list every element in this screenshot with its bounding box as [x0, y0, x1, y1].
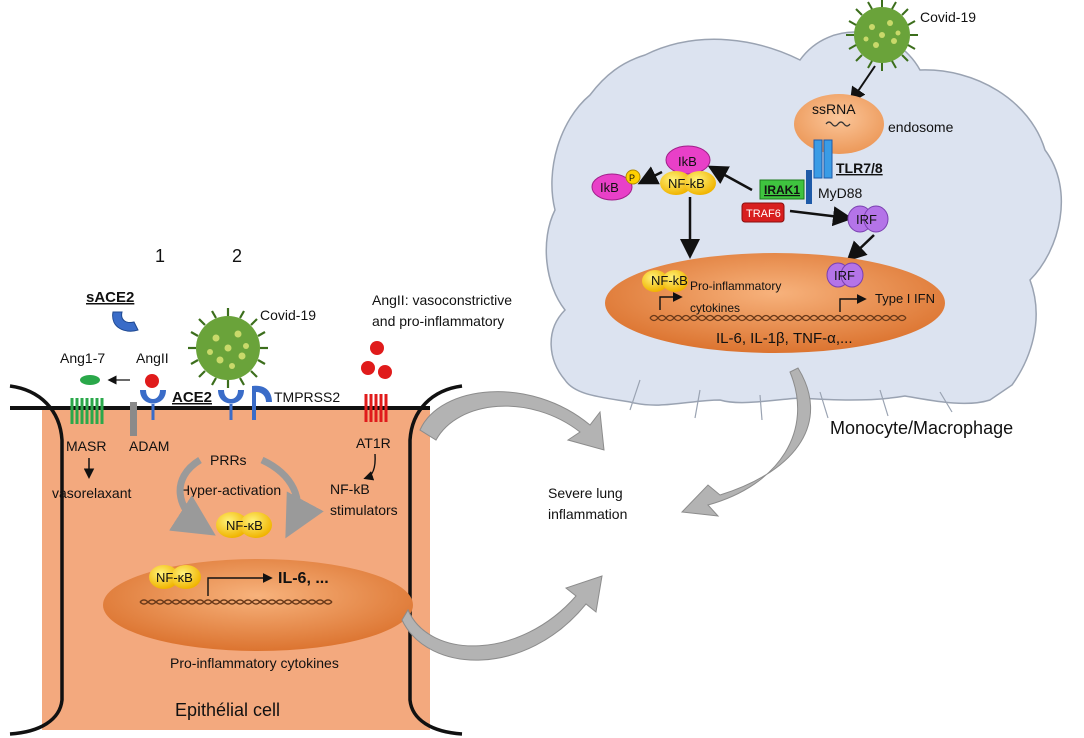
virus-to-endosome-arrow: [849, 65, 876, 104]
epithelial-cell: [9, 384, 463, 736]
ikb-phospho-arrow: [637, 166, 663, 185]
irf-transcription-arrow: [839, 294, 867, 312]
nucleus-irf-label: IRF: [834, 268, 855, 283]
epi-nfkb-label: NF-κB: [226, 518, 263, 533]
irf-cyto-right: [863, 205, 889, 233]
nfkb-complex-left: [660, 171, 692, 195]
virus-epithelial-label: Covid-19: [260, 307, 316, 323]
epi-nucleus-nfkb-label: NF-κB: [156, 570, 193, 585]
endosome: [794, 94, 884, 154]
nfkb-complex-right: [684, 171, 716, 195]
marker-2: 2: [232, 246, 242, 266]
il6-label: IL-6, ...: [278, 570, 329, 587]
ikb-label: IkB: [678, 154, 697, 169]
ssrna-label: ssRNA: [812, 101, 856, 117]
endosome-label: endosome: [888, 119, 954, 135]
tmprss2-label: TMPRSS2: [274, 389, 340, 405]
stim-to-nfkb-arrow-right: [260, 456, 324, 539]
ace2-receptor-icon: [140, 390, 166, 404]
ikbp-protein: [591, 173, 633, 201]
macrophage-to-lung-arrow: [680, 367, 812, 517]
irf-to-nucleus-arrow: [846, 234, 875, 262]
epithelial-nucleus: [103, 559, 413, 651]
angii-peptide: [145, 374, 159, 388]
myd88-label: MyD88: [818, 185, 863, 201]
phosphate-icon: [625, 169, 641, 185]
ikbp-label: IkB: [600, 180, 619, 195]
sace2-icon: [112, 311, 139, 332]
angii-extra-3: [378, 365, 392, 379]
hyper-activation-label: Hyper-activation: [180, 482, 281, 498]
prr-to-nfkb-arrow-left: [169, 457, 216, 536]
traf6-label: TRAF6: [746, 208, 781, 220]
angii-desc-2: and pro-inflammatory: [372, 313, 504, 329]
at1r-to-stimulators-arrow: [363, 453, 376, 481]
irf-cyto-label: IRF: [856, 212, 877, 227]
irak-to-ikb-arrow: [707, 165, 753, 192]
traf6-box: [741, 202, 785, 223]
prr-receptor-icon: [218, 390, 244, 404]
epi-upper-to-lung-arrow: [419, 391, 605, 451]
macrophage-cell: [545, 31, 1063, 421]
macrophage-label: Monocyte/Macrophage: [830, 418, 1013, 438]
masr-label: MASR: [66, 438, 106, 454]
tlr78-receptor-icon: [806, 139, 833, 204]
irak1-box: [759, 179, 805, 200]
virus-epithelial-icon: [188, 308, 268, 388]
sace2-label: sACE2: [86, 289, 134, 306]
epi-cytokines-label: Pro-inflammatory cytokines: [170, 655, 339, 671]
epi-nfkb-left: [216, 512, 248, 538]
epithelial-dna-strand2-icon: [139, 599, 333, 605]
irak1-label: IRAK1: [764, 183, 800, 197]
nucleus-nfkb-label: NF-kB: [651, 273, 688, 288]
epithelial-cell-label: Epithélial cell: [175, 700, 280, 720]
nfkb-stim-label-2: stimulators: [330, 502, 398, 518]
at1r-label: AT1R: [356, 435, 391, 451]
adam-label: ADAM: [129, 438, 169, 454]
vasorelaxant-label: vasorelaxant: [52, 485, 131, 501]
masr-receptor-icon: [70, 398, 104, 424]
cytokine-list-label: IL-6, IL-1β, TNF-α,...: [716, 330, 853, 347]
angii-extra-1: [370, 341, 384, 355]
marker-1: 1: [155, 246, 165, 266]
angii-extra-2: [361, 361, 375, 375]
pro-inflammatory-label-1: Pro-inflammatory: [690, 279, 781, 293]
tlr78-label: TLR7/8: [836, 160, 883, 176]
nucleus-nfkb-right: [662, 270, 688, 292]
adam-protease-icon: [130, 402, 137, 436]
severe-lung-label-2: inflammation: [548, 506, 627, 522]
epi-nucleus-nfkb-left: [149, 565, 179, 589]
macrophage-dna-strand2-icon: [649, 314, 907, 322]
virus-macrophage-icon: [846, 0, 918, 71]
angii-label: AngII: [136, 350, 169, 366]
tmprss2-icon: [252, 385, 272, 420]
phosphate-label: P: [629, 173, 635, 183]
epi-transcription-arrow: [207, 573, 273, 596]
epi-nucleus-nfkb-right: [171, 565, 201, 589]
nfkb-label: NF-kB: [668, 176, 705, 191]
ikb-protein: [665, 145, 711, 175]
ang17-peptide: [80, 375, 100, 385]
epi-lower-to-lung-arrow: [401, 575, 603, 661]
nucleus-nfkb-left: [642, 270, 668, 292]
ace2-label: ACE2: [172, 389, 212, 406]
nfkb-stim-label-1: NF-kB: [330, 481, 370, 497]
prrs-label: PRRs: [210, 452, 247, 468]
nfkb-transcription-arrow: [659, 292, 683, 310]
severe-lung-label-1: Severe lung: [548, 485, 623, 501]
type1-ifn-label: Type I IFN: [875, 291, 935, 306]
virus-macrophage-label: Covid-19: [920, 9, 976, 25]
at1r-receptor-icon: [364, 394, 388, 422]
angii-desc-1: AngII: vasoconstrictive: [372, 292, 512, 308]
nucleus-irf-right: [840, 262, 864, 288]
traf6-to-irf-arrow: [789, 206, 853, 227]
ang17-label: Ang1-7: [60, 350, 105, 366]
pro-inflammatory-label-2: cytokines: [690, 301, 740, 315]
ssrna-strand-icon: [825, 121, 851, 127]
epi-nfkb-right: [240, 512, 272, 538]
